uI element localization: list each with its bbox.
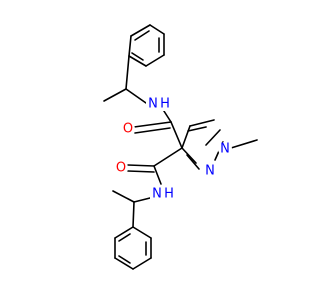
bond	[127, 164, 155, 167]
bond	[230, 139, 258, 149]
atom-labels: O N H N N O N H	[114, 97, 232, 202]
bond	[132, 257, 152, 270]
atom-h-lower-symbol: H	[164, 187, 174, 202]
bond	[149, 24, 165, 35]
bond	[133, 197, 151, 203]
bonds	[103, 24, 258, 270]
bond	[153, 165, 162, 185]
atom-nh-lower: N H	[150, 187, 174, 202]
atom-o-lower-symbol: O	[116, 161, 126, 176]
bond	[125, 88, 147, 104]
bond	[181, 125, 191, 149]
bond	[133, 121, 172, 128]
bond	[118, 255, 131, 264]
bond	[128, 35, 132, 57]
atom-o-upper: O	[121, 122, 135, 137]
bond	[205, 129, 221, 146]
atom-o-lower: O	[114, 161, 128, 176]
bond	[114, 257, 134, 270]
atom-n-lower-symbol: N	[152, 187, 162, 202]
bond	[130, 24, 151, 37]
bond	[187, 126, 207, 132]
bond	[132, 226, 152, 239]
atom-n-ring-1-symbol: N	[220, 142, 230, 157]
bond	[118, 233, 131, 242]
atom-n-ring-1: N	[218, 142, 232, 157]
bond	[132, 201, 135, 228]
atom-o-upper-symbol: O	[123, 122, 133, 137]
bond	[114, 226, 134, 239]
bond	[181, 147, 197, 164]
bond	[125, 55, 130, 90]
bond	[103, 88, 127, 102]
bond	[189, 119, 215, 127]
atom-n-upper-symbol: N	[148, 97, 158, 112]
atom-nh-upper: N H	[146, 97, 170, 112]
bond	[131, 52, 144, 61]
bond	[127, 170, 155, 173]
atom-h-upper-symbol: H	[160, 97, 170, 112]
bond	[134, 127, 171, 134]
bond	[170, 121, 183, 149]
atom-n-ring-2: N	[203, 164, 217, 179]
bond	[134, 30, 150, 41]
bond	[186, 154, 200, 170]
bond	[145, 54, 165, 67]
bond	[128, 55, 147, 67]
atom-n-ring-2-symbol: N	[205, 164, 215, 179]
bond	[112, 190, 135, 203]
bond	[153, 147, 183, 167]
molecule-structure-diagram: O N H N N O N H	[103, 24, 258, 270]
